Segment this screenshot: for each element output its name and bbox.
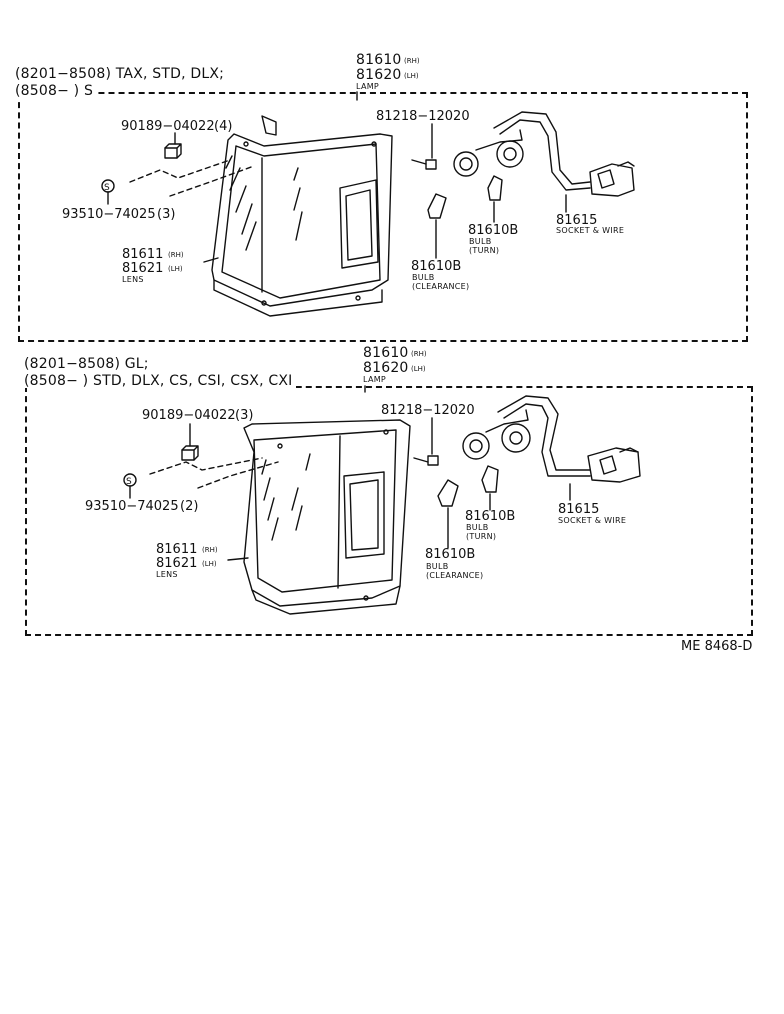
bulb-clear-pn: 81610B <box>425 547 476 562</box>
bulb-turn-label1: BULB <box>466 523 489 532</box>
bulb-clear-label2: (CLEARANCE) <box>426 571 484 580</box>
section-1-header-line2: (8508− ) S <box>15 84 98 98</box>
screw-s: S <box>101 179 115 205</box>
lamp-lh-tag: (LH) <box>404 72 419 80</box>
bulb-clear-label1: BULB <box>426 562 449 571</box>
clip-nut <box>164 132 182 159</box>
section-2-art: S <box>123 385 641 615</box>
screw-top-pn: 90189−04022 <box>121 119 215 134</box>
screw-bulb <box>411 123 437 170</box>
bulb-clearance <box>437 479 459 549</box>
bulb-turn <box>481 465 499 511</box>
lens-pn-lh: 81621 <box>156 556 198 571</box>
socket-label: SOCKET & WIRE <box>558 516 627 525</box>
lens-label: LENS <box>122 275 144 284</box>
bulb-turn-label2: (TURN) <box>466 532 497 541</box>
screw-s: S <box>123 473 137 499</box>
screw-s-qty: (3) <box>157 207 176 222</box>
bulb-screw-pn: 81218−12020 <box>381 403 475 418</box>
section-1-art: S <box>101 91 635 317</box>
bulb-turn-label1: BULB <box>469 237 492 246</box>
lens-rh-tag: (RH) <box>168 251 184 259</box>
diagram-code: ME 8468-D <box>681 639 753 654</box>
bulb-turn-pn: 81610B <box>465 509 516 524</box>
screw-bulb <box>413 417 439 466</box>
bulb-turn-pn: 81610B <box>468 223 519 238</box>
lamp-housing <box>243 419 411 615</box>
screw-s-pn: 93510−74025 <box>85 499 179 514</box>
clip-nut <box>181 423 199 461</box>
lens-lh-tag: (LH) <box>202 560 217 568</box>
screw-s-qty: (2) <box>180 499 199 514</box>
socket-pn: 81615 <box>558 502 600 517</box>
socket-pn: 81615 <box>556 213 598 228</box>
lamp-lh-tag: (LH) <box>411 365 426 373</box>
bulb-clear-pn: 81610B <box>411 259 462 274</box>
lens-lh-tag: (LH) <box>168 265 183 273</box>
lamp-pn-lh: 81620 <box>356 67 402 83</box>
lamp-pn-rh: 81610 <box>356 52 402 68</box>
section-1-header-line1: (8201−8508) TAX, STD, DLX; <box>15 66 225 82</box>
lamp-label: LAMP <box>356 82 380 91</box>
screw-top-qty: (3) <box>235 408 254 423</box>
section-2-header-line1: (8201−8508) GL; <box>24 356 149 372</box>
lens-pn-rh: 81611 <box>122 247 164 262</box>
screw-top-qty: (4) <box>214 119 233 134</box>
socket-assembly <box>462 395 641 483</box>
screw-top-pn: 90189−04022 <box>142 408 236 423</box>
svg-text:S: S <box>126 477 132 487</box>
lamp-label: LAMP <box>363 375 387 384</box>
lens-label: LENS <box>156 570 178 579</box>
lamp-rh-tag: (RH) <box>411 350 427 358</box>
lens-pn-rh: 81611 <box>156 542 198 557</box>
section-1-frame <box>18 92 748 342</box>
bulb-turn <box>487 175 503 223</box>
lamp-housing <box>211 115 393 317</box>
section-2-frame <box>25 386 753 636</box>
bulb-screw-pn: 81218−12020 <box>376 109 470 124</box>
lens-rh-tag: (RH) <box>202 546 218 554</box>
bulb-clear-label1: BULB <box>412 273 435 282</box>
bulb-clear-label2: (CLEARANCE) <box>412 282 470 291</box>
socket-label: SOCKET & WIRE <box>556 226 625 235</box>
lamp-pn-rh: 81610 <box>363 345 409 361</box>
socket-assembly <box>453 111 635 197</box>
section-2-header-line2: (8508− ) STD, DLX, CS, CSI, CSX, CXI <box>24 374 297 388</box>
svg-text:S: S <box>104 183 110 193</box>
lamp-pn-lh: 81620 <box>363 360 409 376</box>
bulb-turn-label2: (TURN) <box>469 246 500 255</box>
screw-s-pn: 93510−74025 <box>62 207 156 222</box>
bulb-clearance <box>427 193 447 259</box>
lamp-rh-tag: (RH) <box>404 57 420 65</box>
lens-pn-lh: 81621 <box>122 261 164 276</box>
